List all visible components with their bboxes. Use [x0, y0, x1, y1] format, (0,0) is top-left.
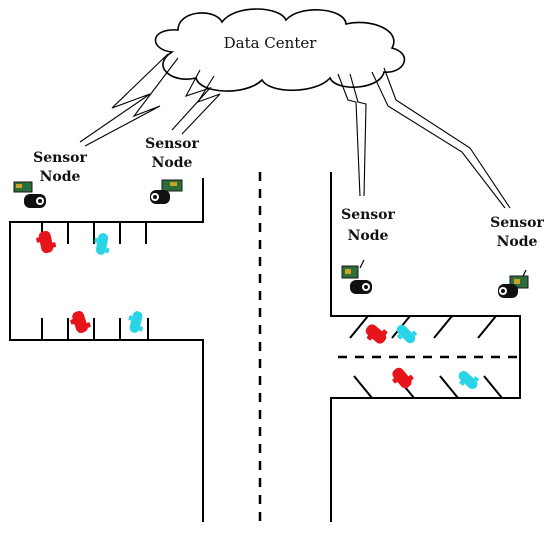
sensor-node-label-4b: Node: [497, 234, 538, 250]
sensor-node-label-4: Sensor: [490, 215, 544, 231]
car-icon: [365, 324, 388, 344]
car-icon: [458, 370, 479, 390]
car-icon: [392, 367, 414, 389]
car-icon: [36, 230, 57, 254]
sensor-node-label-3b: Node: [348, 228, 389, 244]
sensor-camera-icon: [341, 259, 372, 294]
sensor-node-label-1: Sensor: [33, 150, 87, 166]
car-icon: [70, 310, 91, 334]
car-icon: [94, 233, 110, 255]
cloud-icon: [154, 8, 406, 92]
sensor-node-label-2: Sensor: [145, 136, 199, 152]
sensor-camera-icon: [498, 269, 529, 298]
sensor-node-label-2b: Node: [152, 155, 193, 171]
left-parking-lot: [9, 178, 204, 522]
car-icon: [128, 311, 143, 333]
sensor-camera-icon: [150, 179, 183, 204]
sensor-camera-icon: [13, 181, 46, 208]
lightning-link-icon: [79, 53, 511, 209]
sensor-node-label-1b: Node: [40, 169, 81, 185]
data-center-label: Data Center: [224, 34, 318, 52]
car-icon: [396, 324, 417, 344]
sensor-node-label-3: Sensor: [341, 207, 395, 223]
